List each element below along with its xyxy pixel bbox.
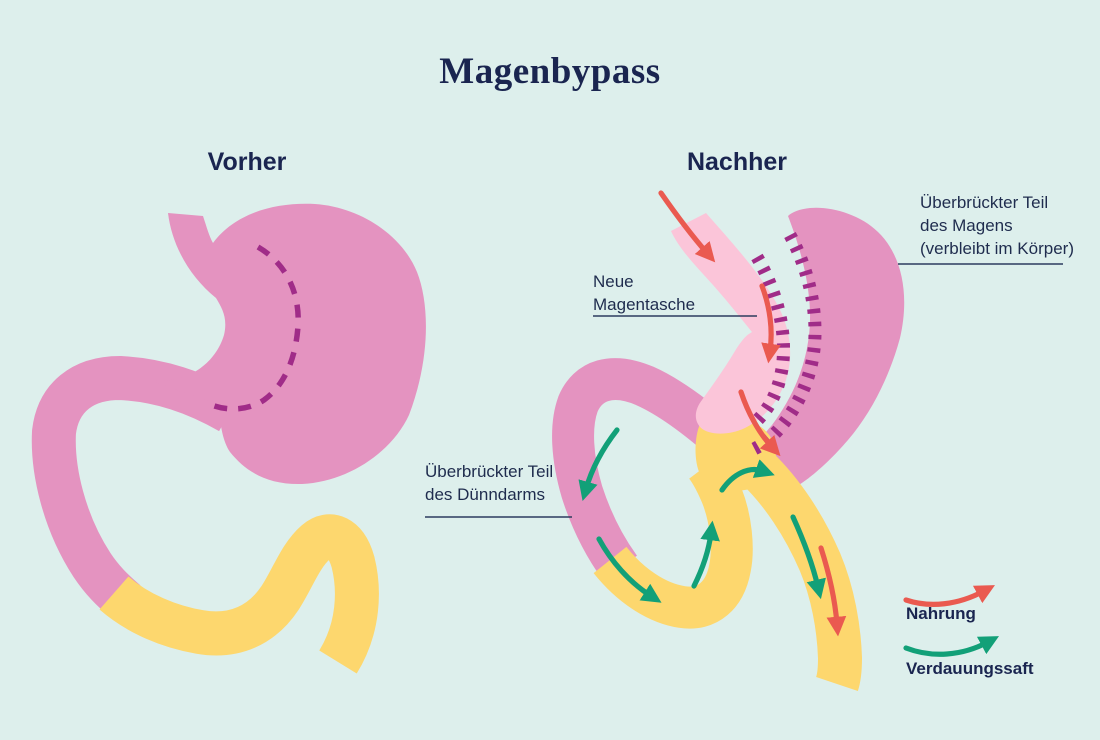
label-bypassed-intestine: Überbrückter Teil des Dünndarms	[425, 460, 553, 506]
label-bypassed-stomach-line2: des Magens	[920, 216, 1013, 235]
heading-before: Vorher	[207, 148, 287, 176]
juice-arrow-duodenum	[578, 427, 620, 501]
juice-arrow-ascending	[691, 520, 720, 589]
legend-food-label: Nahrung	[906, 604, 976, 623]
before-figure	[31, 203, 426, 674]
page-title: Magenbypass	[439, 51, 661, 92]
heading-after: Nachher	[686, 148, 788, 176]
legend-food-arrow	[903, 585, 995, 607]
food-arrow-pouch	[759, 283, 781, 364]
label-bypassed-stomach-line1: Überbrückter Teil	[920, 193, 1049, 212]
legend-arrows	[903, 585, 999, 657]
annotation-lines	[425, 263, 1063, 518]
gastric-pouch	[671, 213, 791, 434]
label-new-pouch-line2: Magentasche	[593, 295, 696, 314]
duodenum-tube	[31, 355, 241, 619]
label-bypassed-intestine-line1: Überbrückter Teil	[425, 462, 554, 481]
food-arrow-common-channel	[818, 545, 847, 637]
bypassed-duodenum-tube	[552, 358, 739, 581]
legend-juice-label: Verdauungssaft	[906, 659, 1034, 678]
food-arrow-junction	[738, 389, 781, 457]
label-bypassed-stomach: Überbrückter Teil des Magens (verbleibt …	[920, 191, 1074, 260]
stomach-before	[150, 203, 426, 485]
label-bypassed-stomach-line3: (verbleibt im Körper)	[920, 239, 1074, 258]
label-bypassed-intestine-line2: des Dünndarms	[425, 485, 546, 504]
pouch-outline-dashed	[203, 244, 301, 412]
biliopancreatic-limb-tube	[593, 453, 753, 629]
staple-line-pouch	[747, 253, 790, 431]
juice-arrow-loop-bottom	[596, 536, 662, 603]
food-arrow-esophagus	[658, 190, 716, 263]
small-intestine-tube	[99, 514, 379, 674]
legend-juice-arrow	[903, 636, 999, 657]
after-figure	[552, 190, 905, 691]
label-new-pouch-line1: Neue	[593, 272, 634, 291]
label-new-pouch: Neue Magentasche	[593, 270, 695, 316]
juice-arrow-common-channel	[790, 514, 826, 600]
juice-arrow-junction	[719, 459, 775, 493]
